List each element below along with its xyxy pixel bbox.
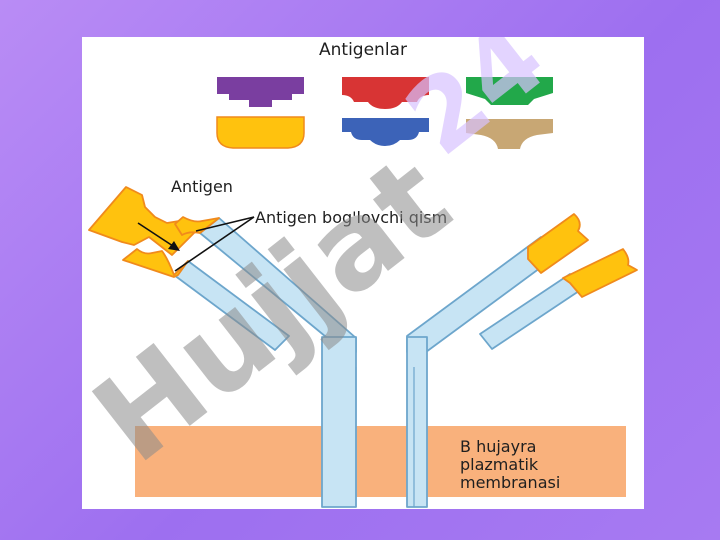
binding-site-arrow-lower (174, 216, 255, 272)
antigen-label: Antigen (171, 177, 233, 196)
watermark-number: 24 (385, 37, 567, 178)
binding-site-left-heavy (174, 216, 220, 236)
diagram-panel: Antigenlar Antigen Antigen bog'lovch (82, 37, 644, 509)
membrane-label-line-1: B hujayra (460, 437, 536, 456)
antibody-left-stem (321, 336, 357, 508)
antigen-blue (342, 118, 429, 146)
binding-site-left-light (122, 248, 189, 278)
binding-site-right-heavy (527, 213, 589, 274)
antigen-green (466, 77, 553, 105)
antigen-yellow (216, 116, 305, 149)
antibody-right-stem (406, 336, 428, 508)
antigen-purple (217, 77, 304, 107)
b-cell-membrane (135, 426, 626, 497)
antigen-arrowhead (168, 241, 180, 251)
membrane-label-line-2: plazmatik (460, 455, 539, 474)
binding-site-right-light (562, 248, 638, 298)
binding-site-arrow-upper (195, 216, 255, 232)
antigen-arrow (137, 222, 177, 249)
antigen-tan (466, 119, 553, 149)
membrane-label-line-3: membranasi (460, 473, 560, 492)
binding-site-label: Antigen bog'lovchi qism (255, 208, 447, 227)
antigens-title: Antigenlar (319, 40, 407, 60)
antigen-red (342, 77, 429, 109)
antibody-diagram: Antigenlar Antigen Antigen bog'lovch (82, 37, 638, 508)
